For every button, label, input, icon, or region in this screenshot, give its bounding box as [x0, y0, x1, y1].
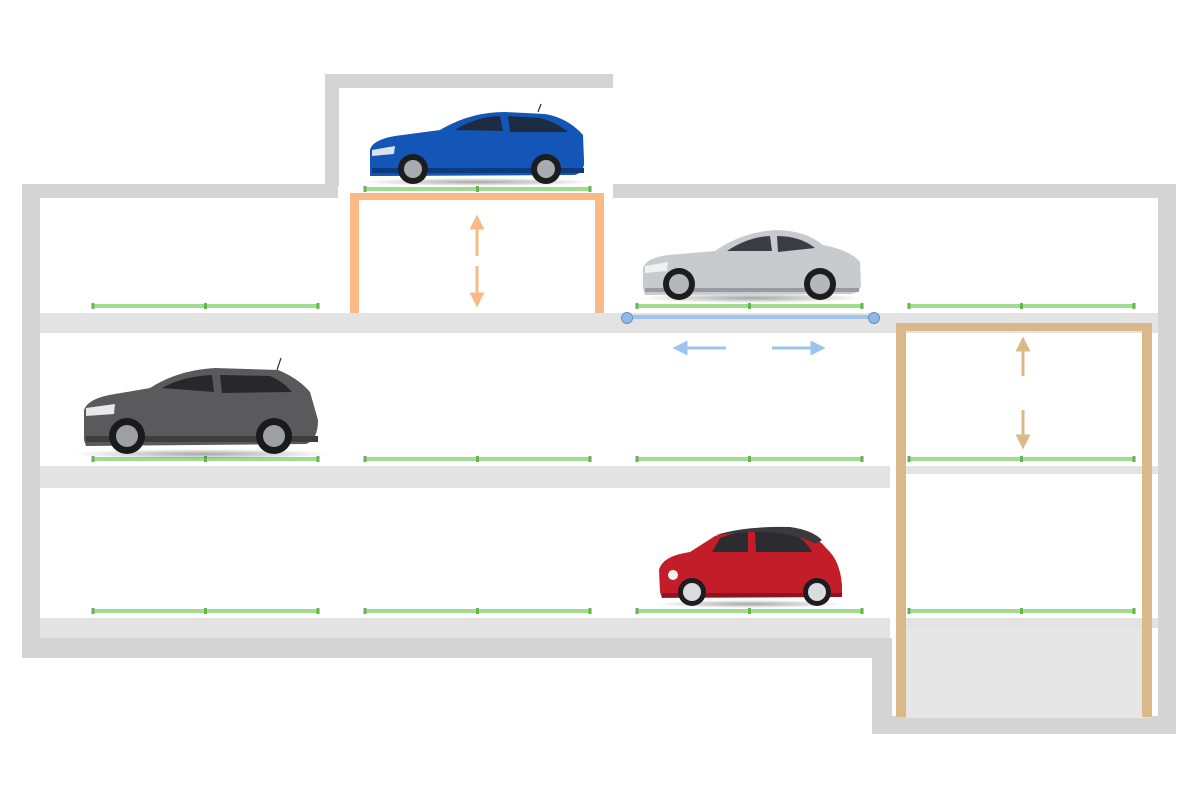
pit-wall-left	[872, 638, 892, 734]
main-lift-post-right	[1142, 323, 1152, 717]
slab-level-2-right	[906, 466, 1158, 474]
pallet-l1-b4	[907, 608, 1136, 614]
car-blue-hatchback	[360, 103, 596, 186]
floor-slabs	[40, 313, 1158, 638]
entry-lift	[350, 193, 604, 313]
wall-left	[22, 184, 40, 658]
shuttle	[621, 312, 880, 356]
entry-hood-wall	[325, 74, 339, 186]
shuttle-node-right	[868, 312, 880, 324]
pallet-l2-b2	[363, 456, 592, 462]
car-grey-suv	[72, 357, 332, 459]
pallet-l1-b2	[363, 608, 592, 614]
main-lift-post-left	[896, 323, 906, 717]
entry-hood-roof	[325, 74, 613, 88]
entry-lift-post-left	[350, 193, 359, 313]
pallet-l2-b1	[91, 456, 320, 462]
pit-floor	[872, 716, 1176, 734]
entry-lift-top-beam	[350, 193, 604, 200]
main-lift	[896, 323, 1152, 717]
pallet-l3-b1	[91, 303, 320, 309]
entry-lift-post-right	[595, 193, 604, 313]
pallet-l1-b3	[635, 608, 864, 614]
pallet-l3-b4	[907, 303, 1136, 309]
slab-level-1	[40, 618, 890, 638]
main-lift-top-beam	[896, 323, 1152, 331]
foundation	[22, 638, 892, 658]
pallet-l1-b1	[91, 608, 320, 614]
shuttle-node-left	[621, 312, 633, 324]
lift-pit	[906, 628, 1150, 718]
pallet-l2-b3	[635, 456, 864, 462]
wall-right	[1158, 184, 1176, 734]
pallet-shuttle	[635, 303, 864, 309]
roof-right	[613, 184, 1176, 198]
slab-level-1-right	[906, 618, 1158, 628]
roof-left	[22, 184, 338, 198]
car-silver-coupe	[640, 230, 864, 303]
car-red-city	[655, 526, 845, 608]
pallet-entry	[363, 186, 592, 192]
pallet-lift	[907, 456, 1136, 462]
slab-level-2	[40, 466, 890, 488]
building-structure	[22, 74, 1176, 734]
pallets	[91, 186, 1136, 614]
